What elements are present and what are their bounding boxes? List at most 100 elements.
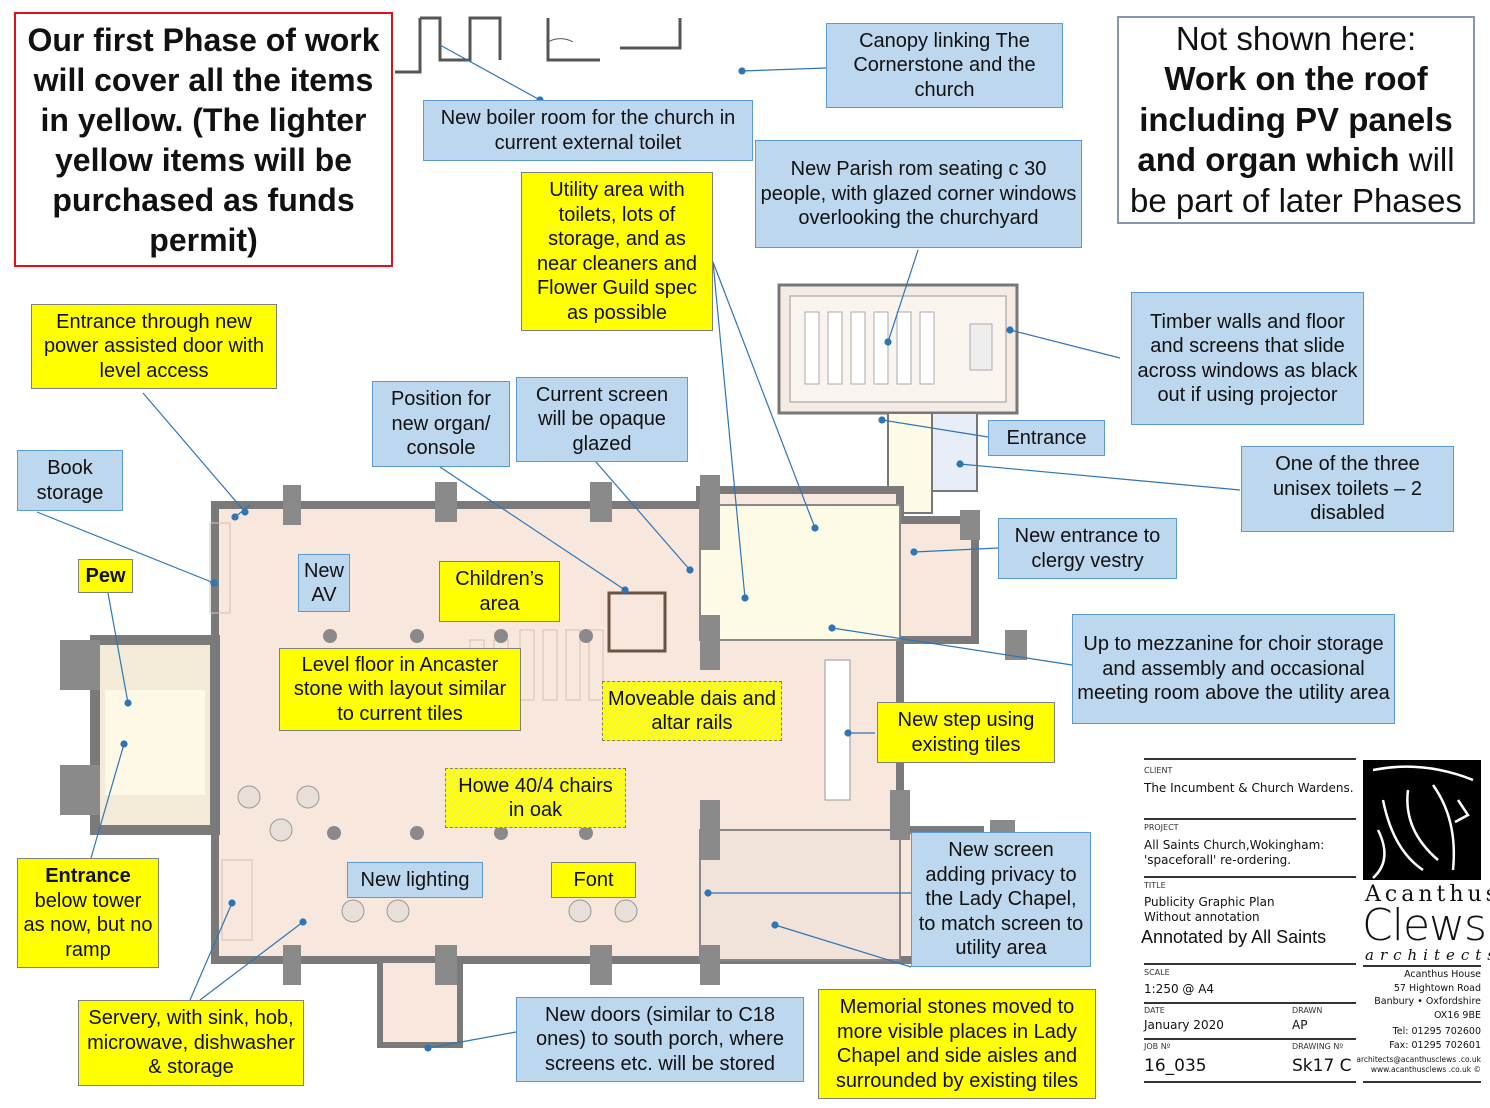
- date-value: January 2020: [1144, 1018, 1224, 1032]
- entrance-callout: Entrance: [988, 420, 1105, 456]
- arrowhead-icon: [844, 729, 852, 737]
- callout-text: below tower as now, but no ramp: [23, 889, 153, 961]
- chairs-callout: Howe 40/4 chairs in oak: [445, 768, 626, 828]
- firm-name-2: Clews: [1362, 900, 1487, 951]
- leader-line: [887, 249, 919, 343]
- arrowhead-icon: [741, 594, 749, 602]
- email: architects@acanthusclews .co.uk: [1356, 1055, 1481, 1064]
- scale-value: 1:250 @ A4: [1144, 982, 1215, 996]
- arrowhead-icon: [124, 699, 132, 707]
- leader-line: [142, 392, 246, 513]
- leader-line: [189, 902, 233, 1001]
- arrowhead-icon: [228, 899, 236, 907]
- arrowhead-icon: [231, 513, 239, 521]
- callout-title: Entrance: [45, 865, 131, 887]
- drawn-label: DRAWN: [1292, 1006, 1323, 1015]
- arrowhead-icon: [956, 460, 964, 468]
- arrowhead-icon: [299, 918, 307, 926]
- timber-walls-callout: Timber walls and floor and screens that …: [1131, 292, 1364, 425]
- note-bold: and organ which: [1137, 141, 1400, 179]
- new-lighting-callout: New lighting: [347, 862, 483, 898]
- current-screen-callout: Current screen will be opaque glazed: [516, 377, 688, 462]
- title-line-1: Publicity Graphic Plan: [1144, 895, 1275, 909]
- toilets-callout: One of the three unisex toilets – 2 disa…: [1241, 446, 1454, 532]
- new-av-callout: New AV: [298, 554, 350, 612]
- drawing-value: Sk17 C: [1292, 1056, 1352, 1076]
- arrowhead-icon: [120, 740, 128, 748]
- project-line-2: 'spaceforall' re-ordering.: [1144, 853, 1292, 867]
- title-label: TITLE: [1144, 881, 1166, 890]
- boiler-room-plan-fragment: [395, 16, 682, 74]
- leader-line: [439, 466, 626, 591]
- project-label: PROJECT: [1144, 823, 1179, 832]
- memorial-stones-callout: Memorial stones moved to more visible pl…: [818, 989, 1096, 1099]
- arrowhead-icon: [686, 566, 694, 574]
- annotated-by: Annotated by All Saints: [1141, 927, 1327, 947]
- address-line: Acanthus House: [1404, 969, 1481, 980]
- leaf-logo-icon: [1372, 765, 1474, 879]
- mezzanine-callout: Up to mezzanine for choir storage and as…: [1072, 614, 1395, 724]
- date-label: DATE: [1144, 1006, 1165, 1015]
- leader-line: [913, 547, 999, 553]
- level-floor-callout: Level floor in Ancaster stone with layou…: [279, 648, 521, 731]
- acanthus-logo: [1363, 760, 1481, 880]
- leader-line: [90, 743, 125, 859]
- arrowhead-icon: [241, 508, 249, 516]
- note-line: Work on the roof: [1164, 60, 1428, 98]
- arrowhead-icon: [878, 416, 886, 424]
- pew-callout: Pew: [78, 559, 133, 593]
- firm-name-3: architects: [1365, 946, 1490, 964]
- arrowhead-icon: [884, 338, 892, 346]
- parish-room-plan: [777, 283, 1019, 514]
- arrowhead-icon: [1006, 326, 1014, 334]
- leader-line: [427, 1031, 517, 1049]
- note-line: and organ which will: [1137, 140, 1454, 181]
- fax: Fax: 01295 702601: [1389, 1039, 1481, 1051]
- scale-label: SCALE: [1144, 968, 1170, 977]
- leader-line: [741, 67, 827, 72]
- power-door-entrance-callout: Entrance through new power assisted door…: [31, 304, 277, 389]
- drawing-label: DRAWING Nº: [1292, 1042, 1344, 1051]
- leader-line: [1009, 329, 1121, 359]
- firm-address: Acanthus House 57 Hightown Road Banbury …: [1356, 968, 1481, 1075]
- leader-line: [881, 419, 989, 438]
- leader-line: [712, 261, 816, 529]
- arrowhead-icon: [771, 921, 779, 929]
- note-line: Not shown here:: [1175, 19, 1417, 57]
- leader-line: [831, 627, 1073, 666]
- firm-name-1: Acanthus: [1365, 882, 1490, 907]
- arrowhead-icon: [704, 889, 712, 897]
- address-line: Banbury • Oxfordshire: [1374, 996, 1481, 1007]
- arrowhead-icon: [910, 548, 918, 556]
- arrowhead-icon: [738, 67, 746, 75]
- note-line: be part of later Phases: [1129, 181, 1463, 219]
- address-line: OX16 9BE: [1433, 1009, 1481, 1021]
- later-phases-note: Not shown here: Work on the roof includi…: [1117, 16, 1475, 224]
- moveable-dais-callout: Moveable dais and altar rails: [602, 681, 782, 741]
- parish-room-callout: New Parish rom seating c 30 people, with…: [755, 140, 1082, 248]
- job-value: 16_035: [1144, 1056, 1207, 1076]
- arrowhead-icon: [210, 579, 218, 587]
- telephone: Tel: 01295 702600: [1392, 1026, 1481, 1037]
- leader-line: [36, 511, 215, 584]
- font-callout: Font: [551, 862, 636, 898]
- title-line-2: Without annotation: [1144, 910, 1260, 924]
- leader-line: [199, 921, 304, 1001]
- leader-line: [774, 924, 912, 968]
- childrens-area-callout: Children’s area: [439, 561, 560, 622]
- leader-line: [959, 463, 1241, 491]
- vestry-entrance-callout: New entrance to clergy vestry: [998, 518, 1177, 579]
- arrowhead-icon: [811, 524, 819, 532]
- canopy-callout: Canopy linking The Cornerstone and the c…: [826, 23, 1063, 108]
- utility-area-callout: Utility area with toilets, lots of stora…: [521, 172, 713, 331]
- organ-position-callout: Position for new organ/ console: [372, 381, 510, 467]
- church-nave-plan: [60, 475, 1027, 1048]
- website: www.acanthusclews .co.uk ©: [1370, 1065, 1481, 1074]
- note-line: including PV panels: [1139, 100, 1453, 138]
- leader-line: [712, 261, 746, 599]
- arrowhead-icon: [828, 624, 836, 632]
- new-step-callout: New step using existing tiles: [877, 702, 1055, 763]
- book-storage-callout: Book storage: [17, 450, 123, 511]
